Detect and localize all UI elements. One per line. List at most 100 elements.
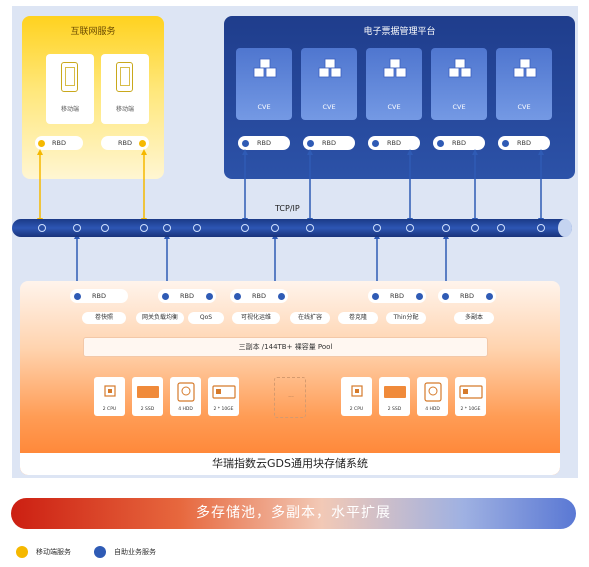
- cubes-icon: [253, 58, 277, 78]
- rbd-label: RBD: [452, 139, 466, 147]
- hdd-component: 4 HDD: [417, 377, 448, 416]
- ssd-component: 2 SSD: [132, 377, 163, 416]
- bus-port: [140, 224, 148, 232]
- bus-port: [537, 224, 545, 232]
- ssd-icon: [137, 386, 159, 398]
- hw-label: 2 SSD: [140, 407, 155, 412]
- device-label: 移动端: [60, 106, 79, 113]
- rbd-label: RBD: [257, 139, 271, 147]
- ssd-component: 2 SSD: [379, 377, 410, 416]
- cubes-icon: [513, 58, 537, 78]
- bus-port: [306, 224, 314, 232]
- legend-self-service-label: 自助业务服务: [114, 548, 156, 556]
- bus-port: [193, 224, 201, 232]
- rbd-label: RBD: [180, 292, 194, 300]
- cubes-icon: [318, 58, 342, 78]
- cve-card: CVE: [366, 48, 422, 120]
- cpu-icon: [351, 385, 363, 397]
- feature-tag: 卷快照: [82, 312, 126, 324]
- rbd-pill: RBD: [498, 136, 550, 150]
- mobile-phone-icon: [116, 62, 133, 92]
- internet-services-panel: 互联网服务 移动端 移动端 RBD RBD: [22, 16, 164, 179]
- gds-system-title: 华瑞指数云GDS通用块存储系统: [20, 453, 560, 475]
- cve-label: CVE: [257, 103, 271, 111]
- rbd-pill: RBD: [238, 136, 290, 150]
- rbd-pill: RBD: [101, 136, 149, 150]
- cve-card: CVE: [496, 48, 552, 120]
- rbd-pill: RBD: [438, 289, 496, 303]
- bus-port: [38, 224, 46, 232]
- bus-port: [271, 224, 279, 232]
- hw-label: 2 SSD: [387, 407, 402, 412]
- rbd-label: RBD: [322, 139, 336, 147]
- rbd-label: RBD: [52, 139, 66, 147]
- rbd-dot: [139, 139, 146, 147]
- rbd-dot: [278, 292, 285, 300]
- cpu-component: 2 CPU: [94, 377, 125, 416]
- cve-label: CVE: [387, 103, 401, 111]
- rbd-pill: RBD: [433, 136, 485, 150]
- bus-port: [406, 224, 414, 232]
- feature-banner: 多存储池，多副本，水平扩展: [11, 498, 576, 529]
- nic-component: 2 * 10GE: [455, 377, 486, 416]
- cubes-icon: [448, 58, 472, 78]
- rbd-pill: RBD: [230, 289, 288, 303]
- hw-label: 4 HDD: [425, 407, 440, 412]
- legend-mobile-label: 移动端服务: [36, 548, 71, 556]
- rbd-dot: [437, 139, 444, 147]
- rbd-label: RBD: [118, 139, 132, 147]
- rbd-pill: RBD: [35, 136, 83, 150]
- network-bus-end: [558, 219, 572, 237]
- feature-tag: QoS: [188, 312, 224, 324]
- bus-port: [73, 224, 81, 232]
- internet-services-title: 互联网服务: [70, 27, 116, 37]
- rbd-dot: [242, 139, 249, 147]
- gds-storage-system: RBD RBD RBD RBD RBD 卷快照 网关负载均衡 QoS 可视化运维…: [20, 281, 560, 475]
- rbd-pill: RBD: [368, 289, 426, 303]
- rbd-label: RBD: [92, 292, 106, 300]
- bus-port: [497, 224, 505, 232]
- hw-label: 2 * 10GE: [213, 407, 234, 412]
- feature-tag: 可视化运维: [232, 312, 280, 324]
- bus-port: [163, 224, 171, 232]
- hdd-icon: [424, 382, 442, 402]
- more-nodes-placeholder: ...: [274, 377, 306, 418]
- network-bus: [12, 219, 572, 237]
- rbd-label: RBD: [252, 292, 266, 300]
- bus-port: [373, 224, 381, 232]
- ssd-icon: [384, 386, 406, 398]
- rbd-pill: RBD: [368, 136, 420, 150]
- mobile-phone-icon: [61, 62, 78, 92]
- network-card-icon: [459, 385, 483, 399]
- rbd-dot: [442, 292, 449, 300]
- rbd-dot: [372, 139, 379, 147]
- cve-label: CVE: [517, 103, 531, 111]
- bus-port: [241, 224, 249, 232]
- feature-tag: 网关负载均衡: [136, 312, 184, 324]
- rbd-label: RBD: [460, 292, 474, 300]
- nic-component: 2 * 10GE: [208, 377, 239, 416]
- network-card-icon: [212, 385, 236, 399]
- rbd-dot: [486, 292, 493, 300]
- device-label: 移动端: [115, 106, 134, 113]
- hw-label: 2 * 10GE: [460, 407, 481, 412]
- hw-label: 2 CPU: [102, 407, 117, 412]
- rbd-dot: [74, 292, 81, 300]
- ellipsis-label: ...: [288, 392, 294, 399]
- legend-self-service-dot: [94, 546, 106, 558]
- cpu-component: 2 CPU: [341, 377, 372, 416]
- rbd-dot: [307, 139, 314, 147]
- rbd-dot: [162, 292, 169, 300]
- cve-card: CVE: [431, 48, 487, 120]
- rbd-label: RBD: [517, 139, 531, 147]
- hw-label: 4 HDD: [178, 407, 193, 412]
- cve-card: CVE: [236, 48, 292, 120]
- feature-tag: 卷克隆: [338, 312, 378, 324]
- rbd-dot: [38, 139, 45, 147]
- cpu-icon: [104, 385, 116, 397]
- cve-label: CVE: [452, 103, 466, 111]
- feature-tag: Thin分配: [386, 312, 426, 324]
- rbd-dot: [372, 292, 379, 300]
- bus-port: [442, 224, 450, 232]
